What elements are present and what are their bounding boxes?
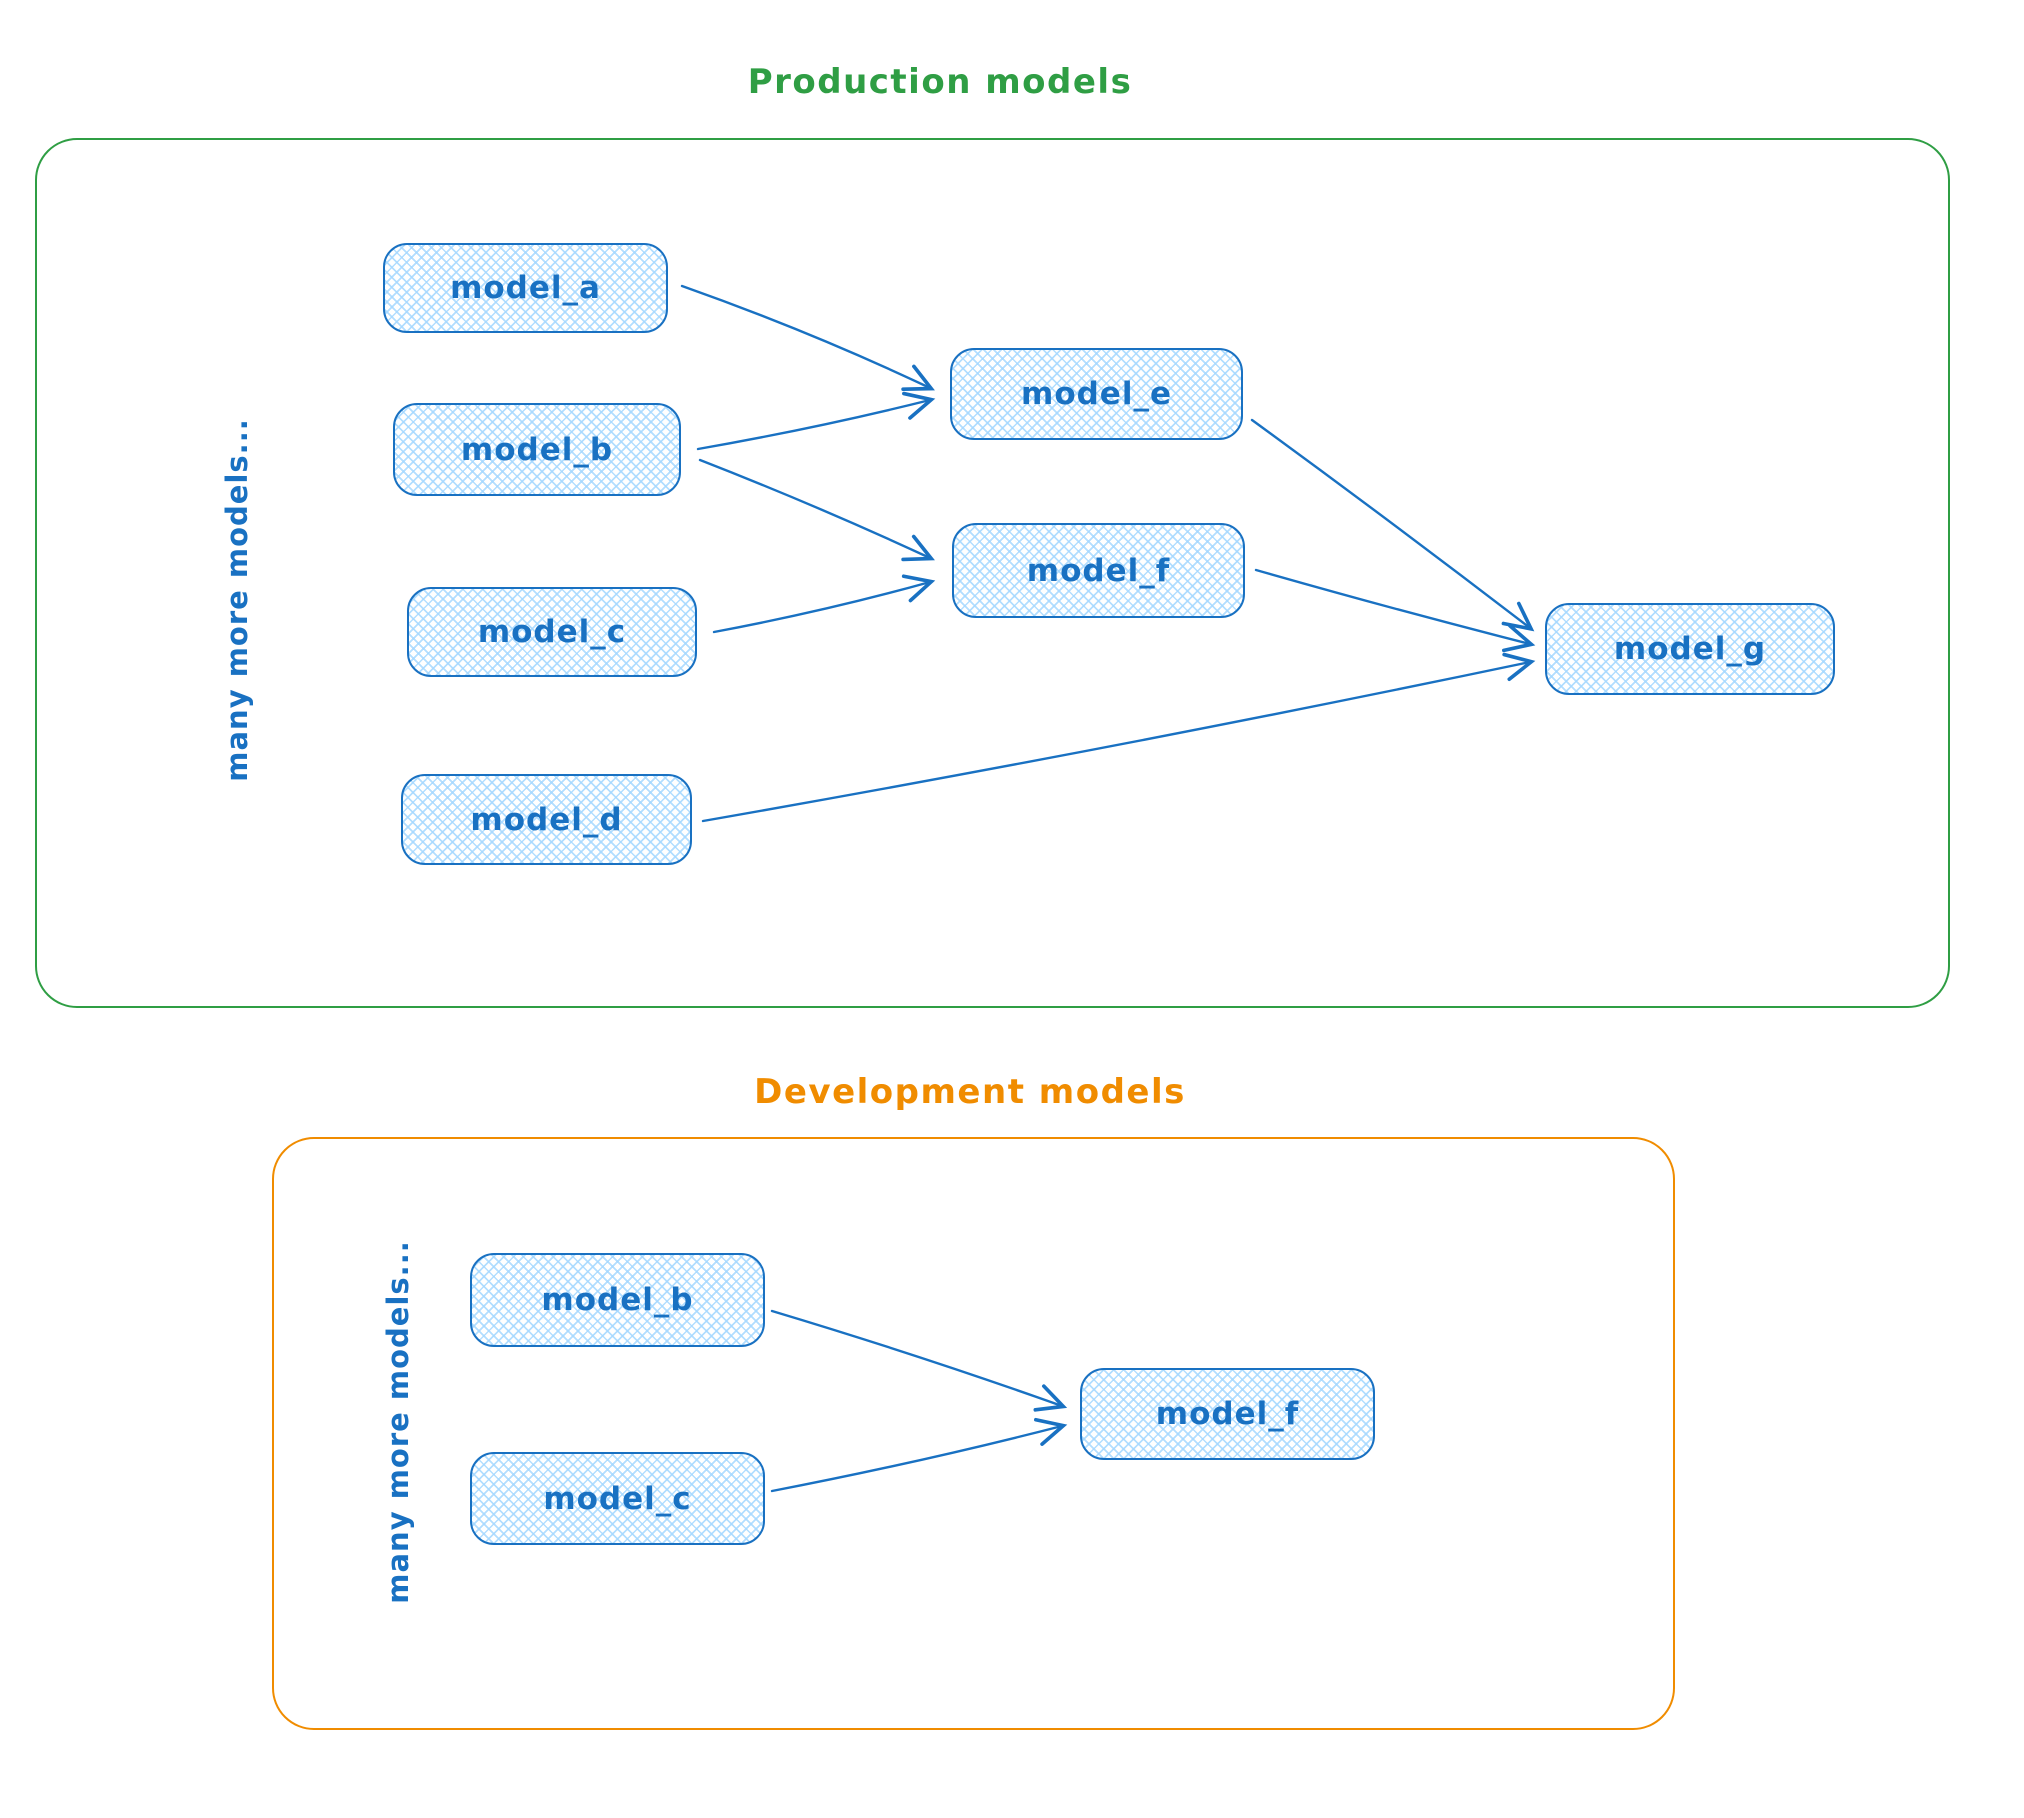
node-development-model_c: model_c <box>470 1452 765 1545</box>
node-production-model_b: model_b <box>393 403 681 496</box>
production-frame <box>35 138 1950 1008</box>
production-section-title: Production models <box>747 62 1133 102</box>
node-production-model_e: model_e <box>950 348 1243 440</box>
node-development-model_f: model_f <box>1080 1368 1375 1460</box>
node-production-model_g: model_g <box>1545 603 1835 695</box>
node-production-model_c: model_c <box>407 587 697 677</box>
development-frame <box>272 1137 1675 1730</box>
node-production-model_f: model_f <box>952 523 1245 618</box>
production-many-more-models-label: many more models... <box>220 418 254 782</box>
node-production-model_a: model_a <box>383 243 668 333</box>
node-development-model_b: model_b <box>470 1253 765 1347</box>
development-section-title: Development models <box>754 1072 1186 1112</box>
node-production-model_d: model_d <box>401 774 692 865</box>
development-many-more-models-label: many more models... <box>381 1240 415 1604</box>
